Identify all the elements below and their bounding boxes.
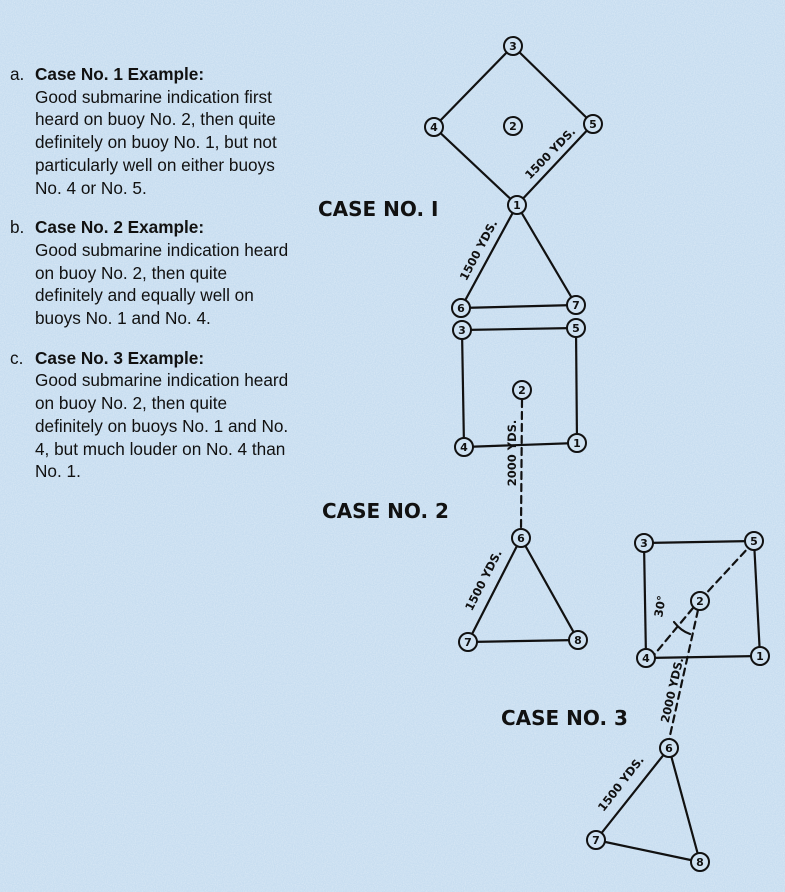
case2-lines bbox=[460, 326, 580, 644]
buoy-case3-4 bbox=[636, 648, 656, 668]
buoy-case2-2 bbox=[512, 380, 532, 400]
case1-lines bbox=[432, 44, 595, 310]
example-body: Good submarine indication heard on buoy … bbox=[35, 239, 289, 329]
buoy-number: 4 bbox=[642, 652, 650, 665]
list-marker: a. bbox=[10, 64, 25, 84]
buoy-case1-2 bbox=[503, 116, 523, 136]
buoy-case3-6 bbox=[659, 738, 679, 758]
buoy-number: 3 bbox=[640, 537, 648, 550]
buoy-number: 7 bbox=[464, 636, 472, 649]
distance-label: 1500 YDS. bbox=[595, 753, 647, 814]
buoy-number: 3 bbox=[509, 40, 517, 53]
buoy-case3-1 bbox=[750, 646, 770, 666]
distance-label: 2000 YDS. bbox=[658, 656, 687, 724]
buoy-case1-3 bbox=[503, 36, 523, 56]
buoy-case1-1 bbox=[507, 195, 527, 215]
buoy-case3-8 bbox=[690, 852, 710, 872]
buoy-case2-3 bbox=[452, 320, 472, 340]
list-marker: c. bbox=[10, 347, 24, 368]
buoy-number: 7 bbox=[572, 299, 580, 312]
example-title: Case No. 1 Example: bbox=[35, 64, 205, 84]
distance-label: 1500 YDS. bbox=[522, 124, 578, 182]
buoy-case3-3 bbox=[634, 533, 654, 553]
buoy-case2-6 bbox=[511, 528, 531, 548]
buoy-case2-4 bbox=[454, 437, 474, 457]
buoy-number: 2 bbox=[696, 595, 704, 608]
case-example-c: c. Case No. 3 Example: Good submarine in… bbox=[10, 347, 295, 483]
buoy-case2-5 bbox=[566, 318, 586, 338]
buoy-case3-2 bbox=[690, 591, 710, 611]
case-example-b: b. Case No. 2 Example: Good submarine in… bbox=[10, 216, 295, 330]
case3-caption: CASE NO. 3 bbox=[501, 706, 628, 730]
case3-lines bbox=[594, 539, 762, 864]
buoy-case2-8 bbox=[568, 630, 588, 650]
buoy-case1-6 bbox=[451, 298, 471, 318]
list-marker: b. bbox=[10, 217, 25, 238]
distance-label: 2000 YDS. bbox=[505, 420, 519, 487]
buoy-case2-1 bbox=[567, 433, 587, 453]
example-body: Good submarine indication first heard on… bbox=[35, 86, 277, 198]
buoy-case3-5 bbox=[744, 531, 764, 551]
buoy-case1-5 bbox=[583, 114, 603, 134]
buoy-number: 5 bbox=[750, 535, 758, 548]
buoy-number: 5 bbox=[589, 118, 597, 131]
buoy-case3-7 bbox=[586, 830, 606, 850]
buoy-number: 8 bbox=[574, 634, 582, 647]
example-title: Case No. 3 Example: bbox=[35, 347, 205, 368]
buoy-number: 1 bbox=[513, 199, 521, 212]
example-body: Good submarine indication heard on buoy … bbox=[35, 370, 289, 482]
distance-label: 1500 YDS. bbox=[457, 217, 501, 282]
buoy-number: 1 bbox=[756, 650, 764, 663]
angle-label: 30° bbox=[651, 594, 669, 618]
buoy-number: 3 bbox=[458, 324, 466, 337]
buoy-number: 6 bbox=[665, 742, 673, 755]
buoy-number: 1 bbox=[573, 437, 581, 450]
buoy-number: 2 bbox=[509, 120, 517, 133]
buoy-number: 6 bbox=[457, 302, 465, 315]
example-title: Case No. 2 Example: bbox=[35, 217, 205, 238]
buoy-number: 5 bbox=[572, 322, 580, 335]
buoy-case1-7 bbox=[566, 295, 586, 315]
buoy-number: 4 bbox=[430, 121, 438, 134]
buoy-number: 6 bbox=[517, 532, 525, 545]
buoy-number: 4 bbox=[460, 441, 468, 454]
buoy-case2-7 bbox=[458, 632, 478, 652]
buoy-number: 8 bbox=[696, 856, 704, 869]
case2-caption: CASE NO. 2 bbox=[322, 499, 449, 523]
buoy-case1-4 bbox=[424, 117, 444, 137]
case1-caption: CASE NO. I bbox=[318, 197, 439, 221]
buoy-number: 2 bbox=[518, 384, 526, 397]
buoy-number: 7 bbox=[592, 834, 600, 847]
case-examples-list: a. Case No. 1 Example: Good submarine in… bbox=[10, 63, 295, 500]
case-example-a: a. Case No. 1 Example: Good submarine in… bbox=[10, 63, 295, 199]
